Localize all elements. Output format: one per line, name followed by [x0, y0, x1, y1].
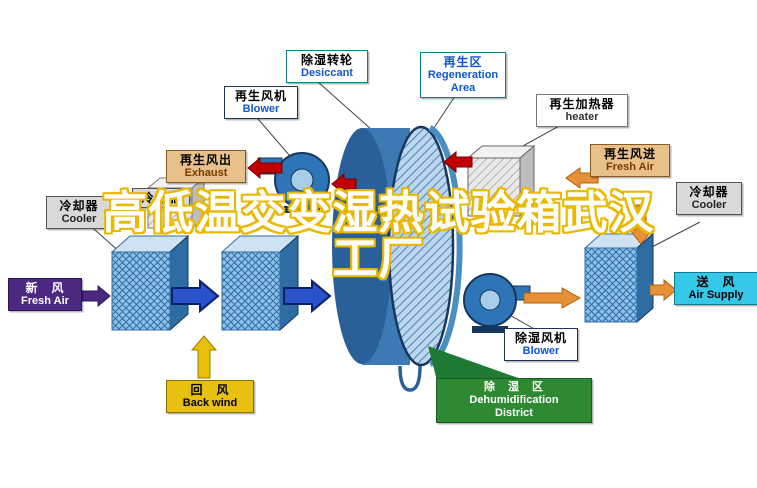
label-air-supply-en: Air Supply [688, 289, 744, 302]
label-cooler-left-zh: 冷却器 [59, 199, 99, 213]
label-cooler-mid-zh: 冷却器 [141, 191, 181, 205]
label-cooler-right-en: Cooler [691, 199, 727, 212]
label-regen-fresh-air-en: Fresh Air [606, 161, 654, 174]
label-dehumid-blower-en: Blower [522, 345, 560, 358]
label-dehumid-district-en2: District [495, 406, 533, 419]
label-dehumid-blower-zh: 除湿风机 [514, 331, 567, 345]
label-air-supply: 送 风 Air Supply [674, 272, 757, 306]
label-regen-blower: 再生风机 Blower [224, 86, 298, 120]
heater-coil-unit [466, 144, 536, 218]
label-regen-blower-en: Blower [242, 103, 280, 116]
label-cooler-left-en: Cooler [61, 213, 97, 226]
process-arrow-2 [283, 278, 332, 314]
label-regeneration-area-zh: 再生区 [443, 55, 483, 69]
label-back-wind-zh: 回 风 [190, 383, 230, 397]
drain-u-icon [398, 365, 422, 392]
label-back-wind-en: Back wind [182, 397, 238, 410]
label-regen-fresh-air-zh: 再生风进 [603, 147, 656, 161]
regen-arrow-drum-to-fan [331, 172, 357, 196]
back-wind-arrow [190, 335, 218, 379]
coil-unit-left-2 [220, 234, 300, 332]
desiccant-rotor [332, 125, 463, 392]
label-cooler-right-zh: 冷却器 [689, 185, 729, 199]
label-desiccant-rotor-zh: 除湿转轮 [300, 53, 353, 67]
process-fan-icon [463, 273, 531, 333]
label-regen-blower-zh: 再生风机 [234, 89, 287, 103]
fresh-air-arrow [77, 284, 111, 308]
label-dehumid-district-en1: Dehumidification [469, 393, 559, 406]
coil-unit-left-1 [110, 234, 190, 332]
label-dehumid-district-zh: 除 湿 区 [484, 381, 544, 393]
label-exhaust-zh: 再生风出 [179, 153, 232, 167]
coil-unit-right [583, 232, 655, 324]
label-air-supply-zh: 送 风 [696, 275, 736, 289]
label-back-wind: 回 风 Back wind [166, 380, 254, 414]
arrow-down-to-cooler [628, 204, 654, 245]
regen-flow-arrows [247, 150, 473, 196]
label-regeneration-area: 再生区 Regeneration Area [420, 52, 506, 99]
label-fresh-air-zh: 新 风 [25, 281, 65, 295]
label-regeneration-area-en: Regeneration Area [427, 69, 499, 95]
arrow-fan-to-cooler [523, 287, 582, 309]
process-arrow-1 [171, 278, 220, 314]
label-regen-heater: 再生加热器 heater [536, 94, 628, 128]
label-exhaust-en: Exhaust [184, 167, 228, 180]
label-exhaust: 再生风出 Exhaust [166, 150, 246, 184]
label-dehumid-blower: 除湿风机 Blower [504, 328, 578, 362]
label-fresh-air-en: Fresh Air [21, 295, 69, 308]
label-regen-heater-zh: 再生加热器 [549, 97, 615, 111]
label-regen-fresh-air: 再生风进 Fresh Air [590, 144, 670, 178]
regen-fan-icon [257, 152, 330, 213]
label-cooler-left: 冷却器 Cooler [46, 196, 112, 230]
label-dehumid-district: 除 湿 区 Dehumidification District [436, 378, 592, 423]
process-flow-arrows [77, 278, 332, 379]
label-cooler-right: 冷却器 Cooler [676, 182, 742, 216]
arrow-to-air-supply [649, 278, 677, 302]
label-fresh-air: 新 风 Fresh Air [8, 278, 82, 312]
label-cooler-mid: 冷却器 [132, 188, 190, 209]
regen-arrow-heater-to-drum [443, 150, 473, 174]
label-regen-heater-en: heater [565, 111, 599, 124]
label-desiccant-rotor-en: Desiccant [301, 67, 353, 80]
label-desiccant-rotor: 除湿转轮 Desiccant [286, 50, 368, 84]
regen-arrow-exhaust [247, 156, 283, 180]
